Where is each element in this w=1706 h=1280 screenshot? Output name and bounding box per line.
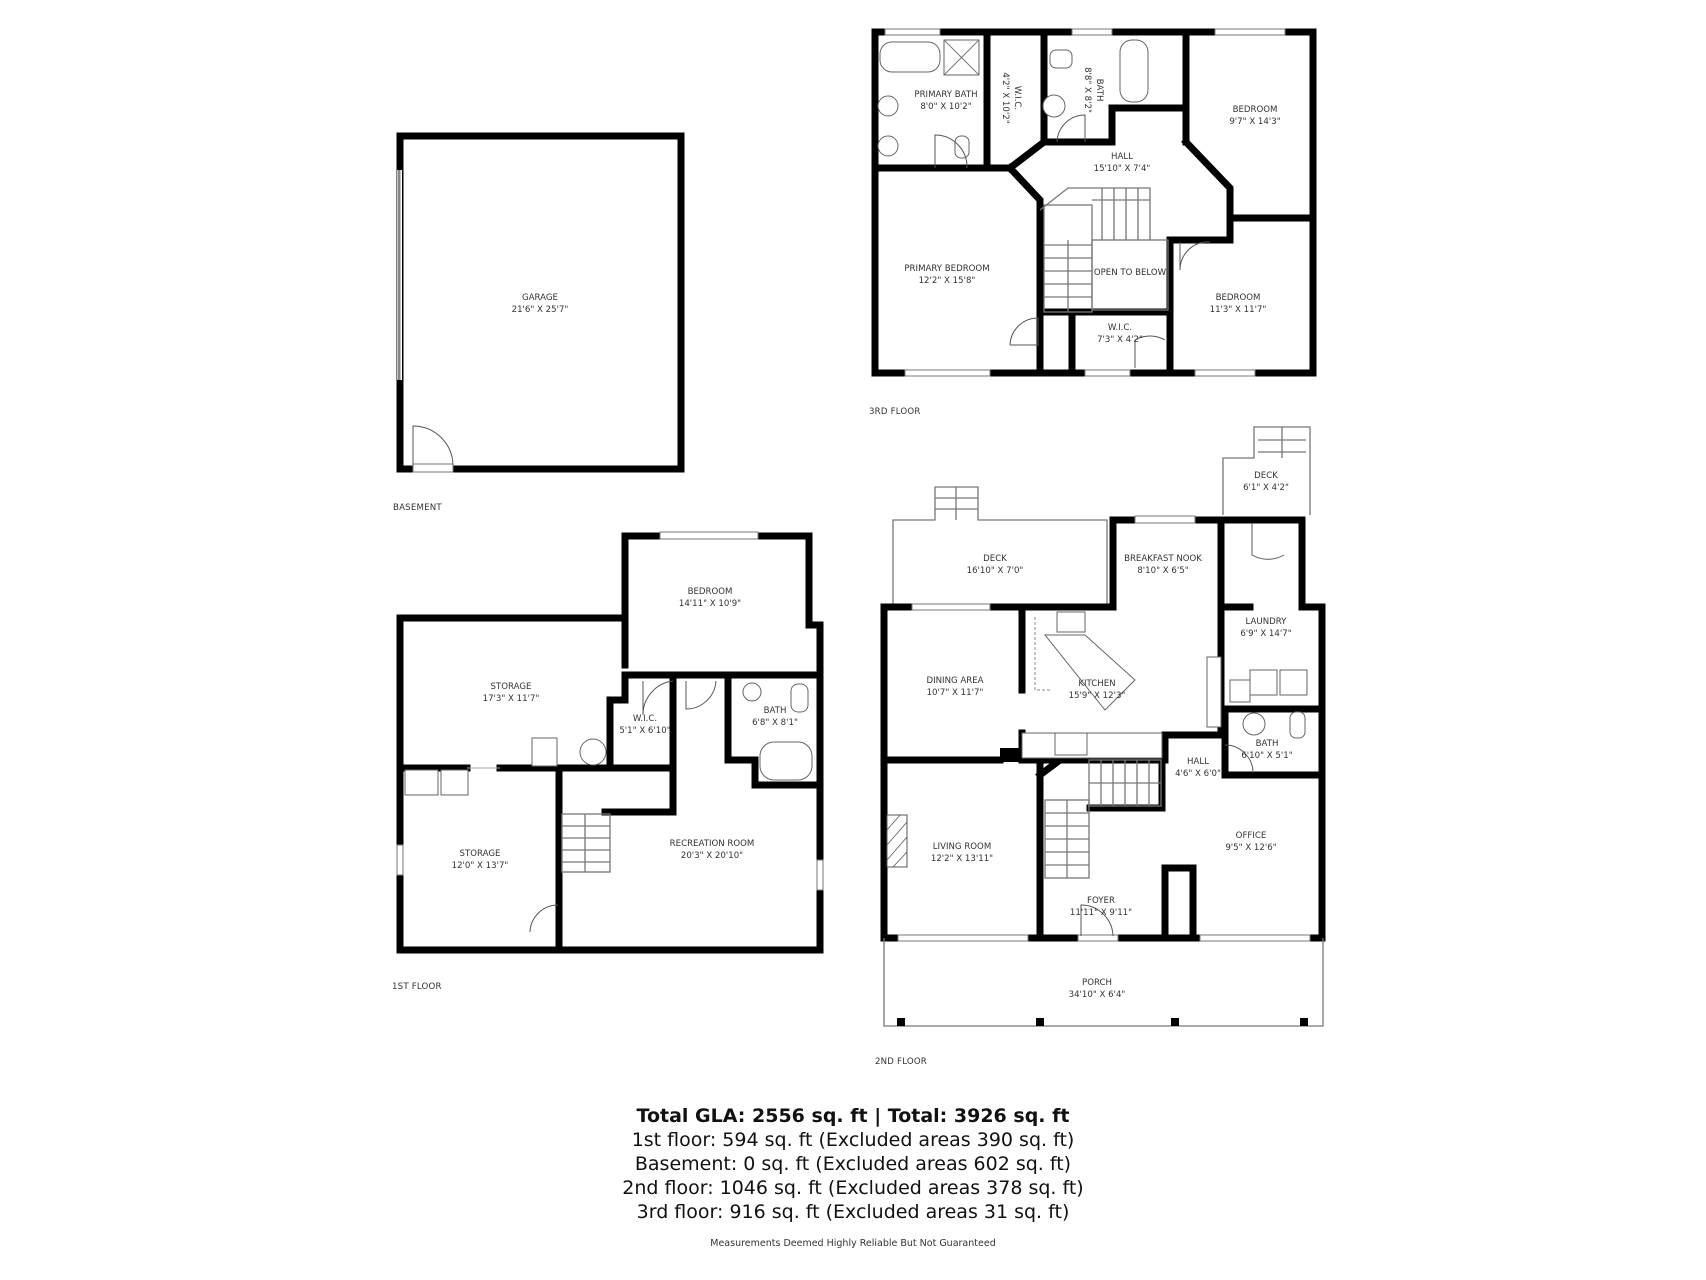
room-dims: 6'9" X 14'7" (1240, 629, 1292, 639)
room-dims: 15'10" X 7'4" (1093, 164, 1151, 174)
room-name: LAUNDRY (1245, 617, 1287, 627)
summary-line-3rd-floor: 3rd floor: 916 sq. ft (Excluded areas 31… (636, 1201, 1070, 1223)
room-label-breakfast-nook: BREAKFAST NOOK 8'10" X 6'5" (1124, 553, 1202, 577)
room-label-primary-bedroom: PRIMARY BEDROOM 12'2" X 15'8" (904, 263, 989, 287)
room-label-recreation-room: RECREATION ROOM 20'3" X 20'10" (670, 838, 755, 862)
room-dims: 6'10" X 5'1" (1241, 751, 1293, 761)
room-label-laundry: LAUNDRY 6'9" X 14'7" (1240, 616, 1291, 640)
room-dims: 14'11" X 10'9" (678, 599, 742, 609)
room-label-bath: BATH 6'10" X 5'1" (1241, 738, 1292, 762)
basement-plan (396, 132, 685, 473)
room-name: STORAGE (459, 849, 501, 859)
room-name: OPEN TO BELOW (1093, 268, 1167, 278)
third-floor-plan (871, 28, 1317, 377)
room-dims: 16'10" X 7'0" (966, 566, 1024, 576)
room-name: W.I.C. (632, 714, 658, 724)
room-name: DINING AREA (926, 676, 984, 686)
room-label-hall: HALL 15'10" X 7'4" (1094, 151, 1151, 175)
room-name: OFFICE (1235, 831, 1267, 841)
room-dims: 9'5" X 12'6" (1225, 843, 1277, 853)
room-label-storage-upper: STORAGE 17'3" X 11'7" (483, 681, 540, 705)
room-label-garage: GARAGE 21'6" X 25'7" (512, 292, 569, 316)
room-name: PRIMARY BEDROOM (904, 264, 990, 274)
room-name: STORAGE (490, 682, 532, 692)
room-dims: 12'0" X 13'7" (451, 861, 509, 871)
floor-label-1st-floor: 1ST FLOOR (392, 982, 442, 992)
room-label-office: OFFICE 9'5" X 12'6" (1225, 830, 1276, 854)
room-label-storage-lower: STORAGE 12'0" X 13'7" (452, 848, 509, 872)
room-name: HALL (1111, 152, 1133, 162)
room-name: BEDROOM (687, 587, 733, 597)
room-label-bath: BATH 6'8" X 8'1" (752, 705, 798, 729)
room-label-porch: PORCH 34'10" X 6'4" (1069, 977, 1126, 1001)
room-dims: 5'1" X 6'10" (619, 726, 671, 736)
room-name: HALL (1187, 757, 1209, 767)
room-dims: 9'7" X 14'3" (1229, 117, 1281, 127)
summary-line-2nd-floor: 2nd floor: 1046 sq. ft (Excluded areas 3… (622, 1177, 1084, 1199)
room-name: FOYER (1087, 896, 1115, 906)
room-label-hall: HALL 4'6" X 6'0" (1175, 756, 1221, 780)
room-label-bath: BATH 8'8" X 8'2" (1081, 67, 1105, 113)
room-name: GARAGE (522, 293, 558, 303)
room-dims: 12'2" X 13'11" (930, 854, 994, 864)
floor-label-3rd-floor: 3RD FLOOR (869, 407, 921, 417)
room-name: KITCHEN (1078, 679, 1116, 689)
room-label-wic: W.I.C. 5'1" X 6'10" (619, 713, 670, 737)
room-dims: 11'3" X 11'7" (1209, 305, 1267, 315)
floor-label-2nd-floor: 2ND FLOOR (875, 1057, 927, 1067)
room-label-deck-small: DECK 6'1" X 4'2" (1243, 470, 1289, 494)
room-dims: 6'1" X 4'2" (1243, 483, 1289, 493)
room-name: BEDROOM (1232, 105, 1278, 115)
room-label-living-room: LIVING ROOM 12'2" X 13'11" (931, 841, 993, 865)
room-dims: 17'3" X 11'7" (482, 694, 540, 704)
room-name: PRIMARY BATH (914, 90, 978, 100)
room-label-deck: DECK 16'10" X 7'0" (967, 553, 1024, 577)
room-name: DECK (983, 554, 1007, 564)
summary-line-1st-floor: 1st floor: 594 sq. ft (Excluded areas 39… (631, 1129, 1075, 1151)
room-dims: 4'6" X 6'0" (1175, 769, 1221, 779)
room-dims: 10'7" X 11'7" (926, 688, 984, 698)
room-label-bedroom-se: BEDROOM 11'3" X 11'7" (1210, 292, 1267, 316)
summary-line-basement: Basement: 0 sq. ft (Excluded areas 602 s… (634, 1153, 1072, 1175)
area-summary: Total GLA: 2556 sq. ft | Total: 3926 sq.… (0, 1104, 1706, 1249)
room-name: W.I.C. (1107, 323, 1133, 333)
room-label-wic-small: W.I.C. 7'3" X 4'2" (1097, 322, 1143, 346)
disclaimer: Measurements Deemed Highly Reliable But … (710, 1238, 996, 1249)
room-dims: 12'2" X 15'8" (918, 276, 976, 286)
room-label-kitchen: KITCHEN 15'9" X 12'3" (1069, 678, 1126, 702)
floor-label-basement: BASEMENT (393, 503, 442, 513)
room-dims: 8'0" X 10'2" (920, 102, 972, 112)
room-dims: 21'6" X 25'7" (511, 305, 569, 315)
room-dims: 11'11" X 9'11" (1069, 908, 1133, 918)
room-label-bedroom: BEDROOM 14'11" X 10'9" (679, 586, 741, 610)
room-dims: 7'3" X 4'2" (1097, 335, 1143, 345)
room-name: PORCH (1082, 978, 1112, 988)
room-name: BATH (763, 706, 787, 716)
room-name: BEDROOM (1215, 293, 1261, 303)
room-dims: 8'10" X 6'5" (1137, 566, 1189, 576)
room-label-wic: W.I.C. 4'2" X 10'2" (999, 72, 1023, 123)
room-name: BREAKFAST NOOK (1124, 554, 1202, 564)
room-label-bedroom-ne: BEDROOM 9'7" X 14'3" (1229, 104, 1280, 128)
room-name: DECK (1254, 471, 1278, 481)
room-dims: 6'8" X 8'1" (752, 718, 798, 728)
room-label-primary-bath: PRIMARY BATH 8'0" X 10'2" (914, 89, 977, 113)
room-name: BATH (1094, 78, 1104, 102)
room-name: RECREATION ROOM (669, 839, 755, 849)
room-label-open-to-below: OPEN TO BELOW (1094, 267, 1166, 279)
total-area-heading: Total GLA: 2556 sq. ft | Total: 3926 sq.… (636, 1105, 1070, 1127)
room-dims: 8'8" X 8'2" (1082, 67, 1092, 113)
room-name: W.I.C. (1012, 85, 1022, 111)
first-floor-plan (396, 531, 824, 954)
room-dims: 15'9" X 12'3" (1068, 691, 1126, 701)
room-name: BATH (1255, 739, 1279, 749)
room-label-foyer: FOYER 11'11" X 9'11" (1070, 895, 1132, 919)
room-dims: 34'10" X 6'4" (1068, 990, 1126, 1000)
room-label-dining-area: DINING AREA 10'7" X 11'7" (926, 675, 983, 699)
room-dims: 4'2" X 10'2" (1000, 72, 1010, 124)
second-floor-plan (880, 426, 1326, 1027)
room-dims: 20'3" X 20'10" (680, 851, 744, 861)
room-name: LIVING ROOM (932, 842, 992, 852)
